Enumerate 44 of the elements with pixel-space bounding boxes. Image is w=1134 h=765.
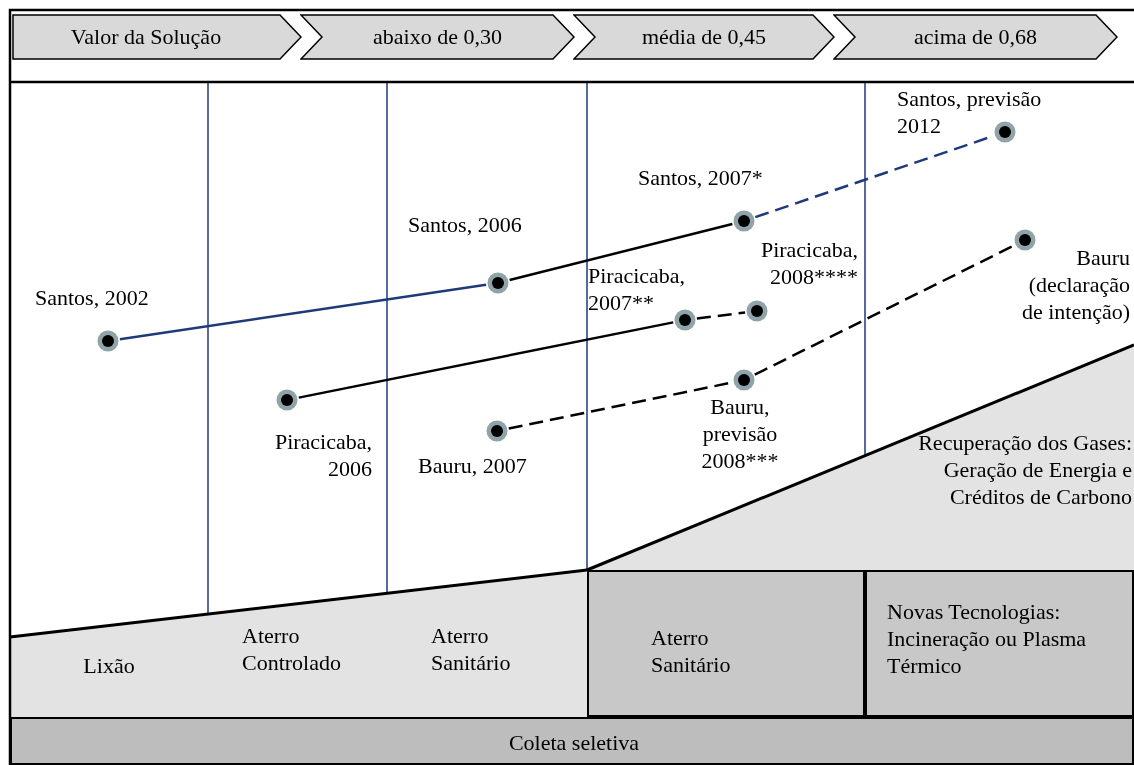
data-point	[275, 388, 299, 412]
category-label: Coleta seletiva	[507, 729, 641, 756]
category-label: Aterro Sanitário	[431, 622, 512, 676]
chevron-label: acima de 0,68	[913, 23, 1038, 50]
category-label: Lixão	[82, 652, 136, 679]
data-point	[732, 368, 756, 392]
chevron-shape	[573, 14, 835, 60]
data-point	[993, 120, 1017, 144]
point-label: Santos, 2002	[35, 284, 150, 311]
category-cell	[387, 570, 587, 717]
point-label: Piracicaba, 2008****	[759, 236, 858, 290]
category-label: Aterro Controlado	[242, 622, 342, 676]
point-label: Bauru, 2007	[418, 452, 528, 479]
point-label: Santos, 2006	[408, 211, 523, 238]
data-point	[673, 308, 697, 332]
point-label: Bauru, previsão 2008***	[700, 393, 780, 474]
connector-line	[298, 321, 674, 399]
connector-line	[509, 222, 733, 282]
connector-line	[119, 283, 487, 341]
connector-line	[754, 244, 1015, 376]
chevron-label: média de 0,45	[641, 23, 767, 50]
point-label: Piracicaba, 2006	[273, 428, 372, 482]
data-point	[485, 419, 509, 443]
chevron-label: Valor da Solução	[69, 23, 223, 50]
chevron-shape	[833, 14, 1118, 60]
connector-line	[696, 311, 746, 320]
category-cell	[10, 717, 1134, 765]
point-label: Piracicaba, 2007**	[588, 262, 687, 316]
point-label: Bauru (declaração de intenção)	[1020, 244, 1130, 325]
category-label: Novas Tecnologias: Incineração ou Plasma Térmico	[887, 598, 1088, 679]
data-point	[96, 329, 120, 353]
chevron-shape	[300, 14, 575, 60]
category-cell	[587, 570, 865, 717]
data-point	[486, 271, 510, 295]
data-point	[732, 209, 756, 233]
data-point	[745, 299, 769, 323]
point-label: Santos, previsão 2012	[897, 85, 1043, 139]
category-label: Aterro Sanitário	[651, 624, 732, 678]
point-label: Santos, 2007*	[638, 164, 764, 191]
category-label: Recuperação dos Gases: Geração de Energia e Créditos de Carbono	[917, 429, 1132, 510]
chevron-shape	[12, 14, 302, 60]
data-point	[1013, 228, 1037, 252]
chevron-label: abaixo de 0,30	[372, 23, 503, 50]
category-cell	[865, 570, 1134, 717]
